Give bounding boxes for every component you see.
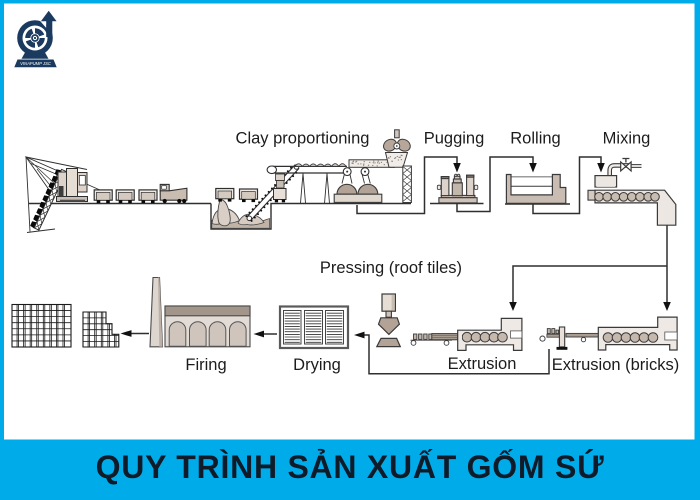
svg-text:Mixing: Mixing [603,130,651,148]
svg-text:Pugging: Pugging [424,130,485,148]
svg-text:Extrusion (bricks): Extrusion (bricks) [552,356,679,374]
svg-text:Drying: Drying [293,356,341,374]
svg-text:VINAPUMP JSC: VINAPUMP JSC [20,61,52,66]
svg-text:Rolling: Rolling [510,130,560,148]
svg-text:Clay proportioning: Clay proportioning [236,130,370,148]
svg-text:Pressing (roof tiles): Pressing (roof tiles) [320,259,462,277]
svg-text:Extrusion: Extrusion [448,355,517,373]
svg-text:QUY TRÌNH SẢN XUẤT GỐM SỨ: QUY TRÌNH SẢN XUẤT GỐM SỨ [96,449,605,485]
svg-text:Firing: Firing [185,356,226,374]
